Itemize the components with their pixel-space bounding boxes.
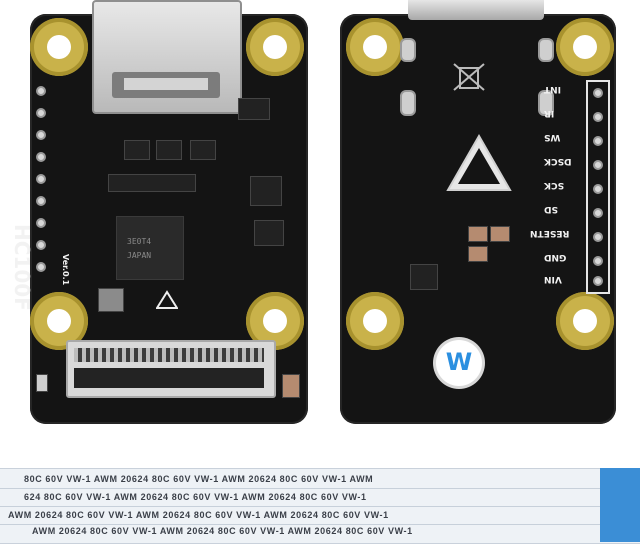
- ribbon-text-row: AWM 20624 80C 60V VW-1 AWM 20624 80C 60V…: [8, 510, 389, 520]
- header-pad: [593, 184, 603, 194]
- pin-label-int: INT: [544, 84, 562, 94]
- pin-label-vin: VIN: [544, 274, 562, 284]
- pin-label-ws: WS: [544, 132, 561, 142]
- header-pad: [593, 136, 603, 146]
- mounting-hole: [346, 292, 404, 350]
- component: [238, 98, 270, 120]
- ribbon-stiffener-tab: [600, 468, 640, 542]
- fpc-connector: [66, 340, 276, 398]
- crystal: [98, 288, 124, 312]
- component: [282, 374, 300, 398]
- chip-text-line: 3E0T4: [127, 237, 152, 246]
- pin-label-sd: SD: [544, 204, 558, 214]
- component: [468, 246, 488, 262]
- pin-label-resetn: RESETN: [530, 228, 570, 238]
- component: [468, 226, 488, 242]
- ribbon-text-row: 624 80C 60V VW-1 AWM 20624 80C 60V VW-1 …: [24, 492, 367, 502]
- header-pad: [593, 276, 603, 286]
- component: [490, 226, 510, 242]
- component: [254, 220, 284, 246]
- esd-warning-icon: [156, 290, 178, 309]
- header-pad: [593, 256, 603, 266]
- back-board: INT IR WS DSCK SCK SD RESETN GND VIN W: [340, 0, 616, 424]
- pin-label-gnd: GND: [544, 252, 567, 262]
- weee-bin-icon: [453, 63, 485, 91]
- component: [108, 174, 196, 192]
- mounting-hole: [556, 18, 614, 76]
- header-pad: [593, 160, 603, 170]
- version-label: Ver.0.1: [61, 254, 70, 286]
- pin-label-ir: IR: [544, 108, 555, 118]
- component: [156, 140, 182, 160]
- brand-logo-letter: W: [445, 348, 473, 376]
- pin-header: [586, 80, 610, 294]
- front-board: HC100F Ver.0.1 3E0T4 JAPAN: [10, 0, 308, 424]
- pin-label-sck: SCK: [544, 180, 565, 190]
- component: [124, 140, 150, 160]
- component: [36, 374, 48, 392]
- usb-c-connector-edge: [408, 0, 544, 20]
- slot: [538, 90, 554, 116]
- main-chip: 3E0T4 JAPAN: [116, 216, 184, 280]
- ribbon-text-row: 80C 60V VW-1 AWM 20624 80C 60V VW-1 AWM …: [24, 474, 374, 484]
- slot: [400, 90, 416, 116]
- ribbon-text-row: AWM 20624 80C 60V VW-1 AWM 20624 80C 60V…: [32, 526, 413, 536]
- mounting-hole: [30, 292, 88, 350]
- model-label: HC100F: [10, 224, 34, 311]
- component: [190, 140, 216, 160]
- brand-logo: W: [436, 340, 482, 386]
- header-pad: [593, 208, 603, 218]
- header-pad: [593, 88, 603, 98]
- header-pad: [593, 232, 603, 242]
- slot: [400, 38, 416, 62]
- mounting-hole: [246, 18, 304, 76]
- component: [410, 264, 438, 290]
- mounting-hole: [30, 18, 88, 76]
- pin-label-dsck: DSCK: [544, 156, 572, 166]
- mounting-hole: [556, 292, 614, 350]
- slot: [538, 38, 554, 62]
- chip-text-line: JAPAN: [127, 251, 152, 260]
- esd-warning-icon: [446, 133, 512, 191]
- hdmi-connector: [92, 0, 242, 114]
- component: [250, 176, 282, 206]
- header-pad: [593, 112, 603, 122]
- mounting-hole: [346, 18, 404, 76]
